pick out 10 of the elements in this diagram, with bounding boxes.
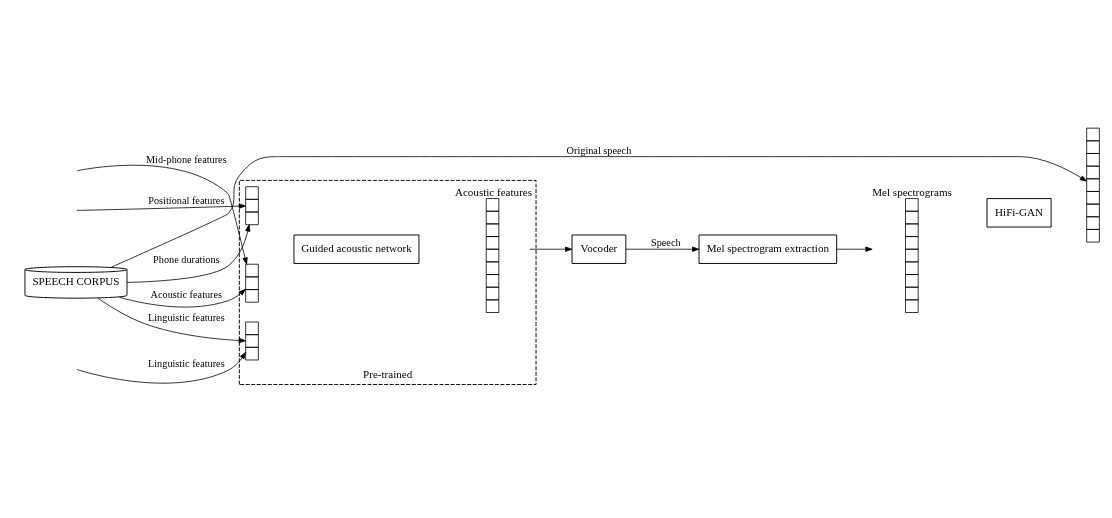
edge-label: Positional features	[148, 194, 225, 206]
edge-label: Linguistic features	[147, 311, 225, 323]
edge-label: Linguistic features	[147, 357, 225, 369]
edge-label: Speech	[650, 236, 681, 248]
node-label: Acoustic features	[454, 185, 533, 198]
edge-label: Original speech	[566, 144, 632, 156]
edge-label: Phone durations	[153, 253, 220, 265]
node-label: Mel spectrograms	[872, 185, 952, 198]
edge-label: Mid-phone features	[146, 153, 227, 165]
edge-label: Acoustic features	[150, 288, 223, 300]
